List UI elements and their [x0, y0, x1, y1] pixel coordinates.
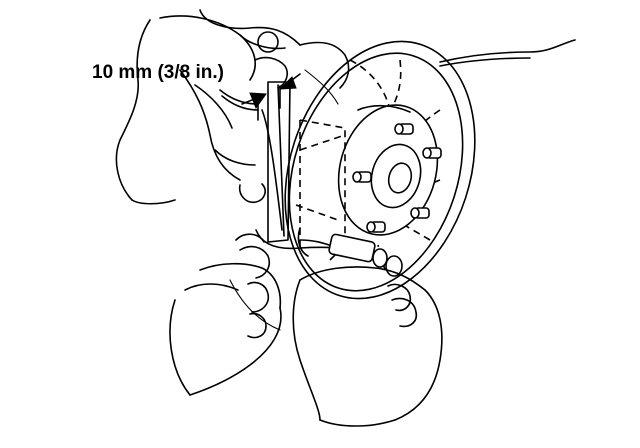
measurement-label: 10 mm (3/8 in.) [92, 62, 224, 83]
wheel-hub [337, 104, 439, 236]
dimension-arrows [241, 73, 301, 121]
rotor-edge-line [229, 279, 281, 331]
wheel-studs [352, 123, 442, 233]
right-hand [292, 266, 443, 427]
left-hand [169, 233, 282, 396]
suspension-knuckle [115, 9, 350, 205]
